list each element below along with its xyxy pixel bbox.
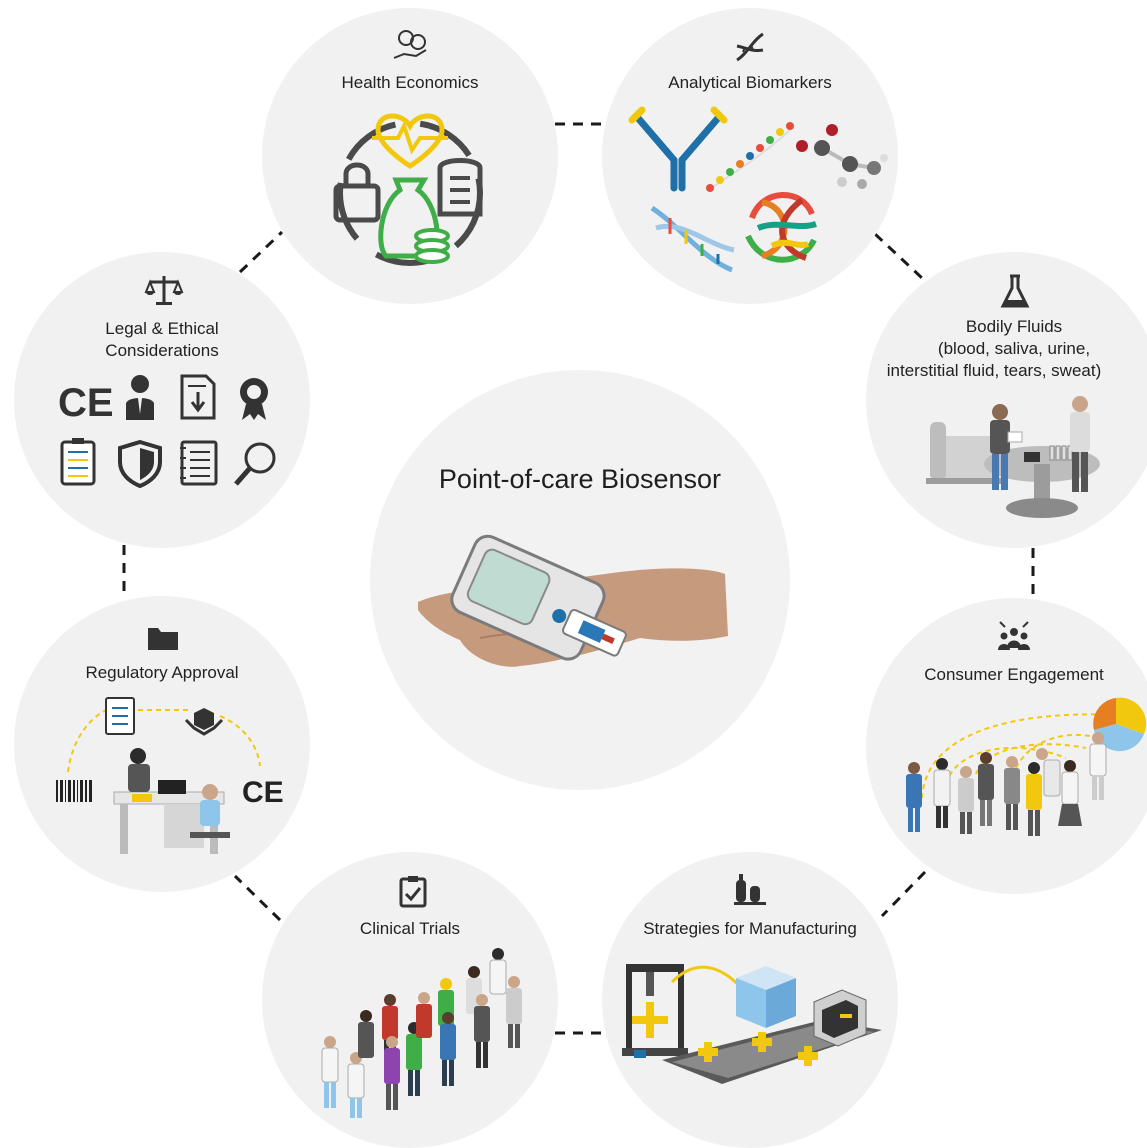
manufacturing-illustration — [622, 964, 882, 1084]
manufacturing-label: Strategies for Manufacturing — [643, 919, 857, 938]
money-care-icon — [393, 30, 427, 59]
lab-scene-illustration — [926, 396, 1100, 518]
crowd-trials-illustration — [321, 948, 522, 1118]
clinical-trials-label: Clinical Trials — [359, 919, 461, 938]
legal-ethical-label-line1: Legal & Ethical — [105, 319, 219, 338]
legal-ethical-label-line2: Considerations — [105, 341, 219, 360]
bodily-fluids-label-line1: Bodily Fluids — [965, 317, 1063, 336]
center-node: Point-of-care Biosensor — [370, 370, 790, 790]
legal-icons-grid: CE — [58, 374, 276, 489]
notebook-icon — [180, 440, 218, 486]
center-title: Point-of-care Biosensor — [438, 464, 722, 494]
dna-icon — [736, 32, 764, 62]
award-badge-icon — [240, 378, 268, 420]
ce-mark-legal: CE — [58, 381, 114, 425]
node-consumer-engagement: Consumer Engagement — [866, 598, 1147, 894]
biomarkers-illustration — [628, 106, 888, 273]
folder-icon — [148, 628, 178, 650]
analytical-biomarkers-label: Analytical Biomarkers — [668, 73, 832, 92]
person-suit-icon — [126, 375, 154, 420]
factory-tanks-icon — [734, 874, 766, 905]
people-group-icon — [998, 621, 1030, 650]
node-clinical-trials: Clinical Trials — [262, 852, 558, 1148]
health-economics-illustration — [333, 113, 483, 266]
node-manufacturing: Strategies for Manufacturing — [602, 852, 898, 1148]
checklist-icon — [399, 876, 427, 908]
connector-legal-health — [238, 230, 284, 274]
clipboard-icon — [60, 438, 96, 486]
bodily-fluids-label-line2: (blood, saliva, urine, — [937, 339, 1091, 358]
node-health-economics: Health Economics — [262, 8, 558, 304]
ce-mark-regulatory: CE — [242, 776, 284, 809]
shield-icon — [118, 439, 162, 489]
node-regulatory-approval: Regulatory Approval CE — [14, 596, 310, 892]
regulatory-approval-label: Regulatory Approval — [85, 663, 239, 682]
node-legal-ethical: Legal & Ethical Considerations CE — [14, 252, 310, 548]
consumer-engagement-label: Consumer Engagement — [924, 665, 1104, 684]
crowd-illustration — [906, 697, 1147, 836]
magnifier-icon — [234, 442, 276, 486]
glucose-meter-illustration — [418, 534, 728, 667]
scales-icon — [144, 276, 184, 305]
regulatory-illustration: CE — [56, 697, 284, 854]
flask-icon — [1000, 274, 1030, 308]
node-analytical-biomarkers: Analytical Biomarkers — [602, 8, 898, 304]
health-economics-label: Health Economics — [341, 73, 479, 92]
bodily-fluids-label-line3: interstitial fluid, tears, sweat) — [886, 361, 1102, 380]
document-download-icon — [180, 374, 216, 420]
node-bodily-fluids: Bodily Fluids (blood, saliva, urine, int… — [866, 252, 1147, 548]
